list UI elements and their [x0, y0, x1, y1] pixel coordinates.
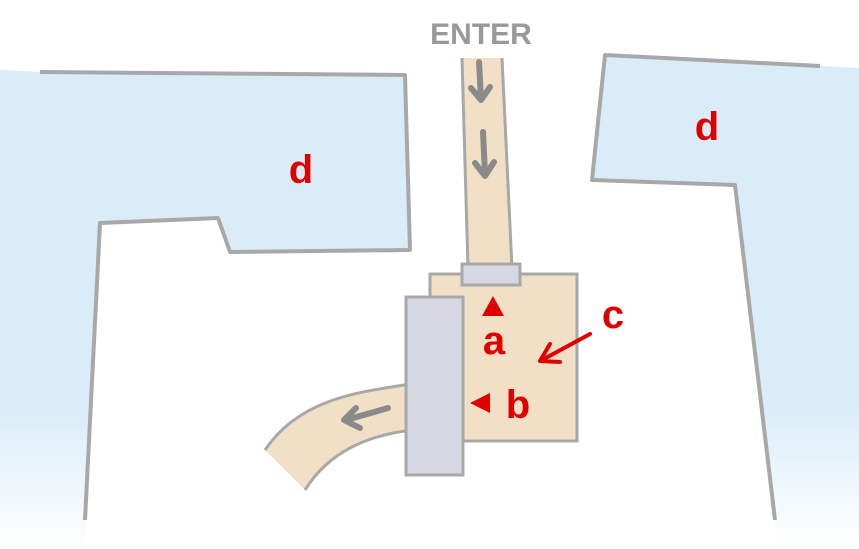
- shoreline-right: [590, 53, 821, 521]
- water-area-left: [0, 70, 410, 549]
- enter-label: ENTER: [430, 18, 532, 51]
- arrow-down-icon: [468, 59, 493, 103]
- label-c: c: [602, 293, 624, 337]
- building-b: [404, 295, 465, 477]
- gate-a: [460, 262, 522, 287]
- triangle-up-icon: [482, 296, 504, 316]
- triangle-left-icon: [470, 393, 490, 413]
- label-d-left: d: [289, 148, 313, 192]
- path-edge: [500, 57, 514, 269]
- arrow-left-icon: [341, 405, 391, 431]
- path-edge: [303, 428, 413, 491]
- water-area-right: [590, 55, 859, 549]
- shoreline-left: [39, 70, 412, 521]
- exit-path: [265, 384, 412, 490]
- path-edge: [263, 382, 411, 451]
- label-b: b: [506, 383, 530, 427]
- label-a: a: [483, 319, 506, 363]
- label-d-right: d: [695, 105, 719, 149]
- arrow-down-icon: [472, 129, 497, 179]
- pointer-arrow-icon: [538, 332, 592, 364]
- path-edge: [460, 57, 470, 269]
